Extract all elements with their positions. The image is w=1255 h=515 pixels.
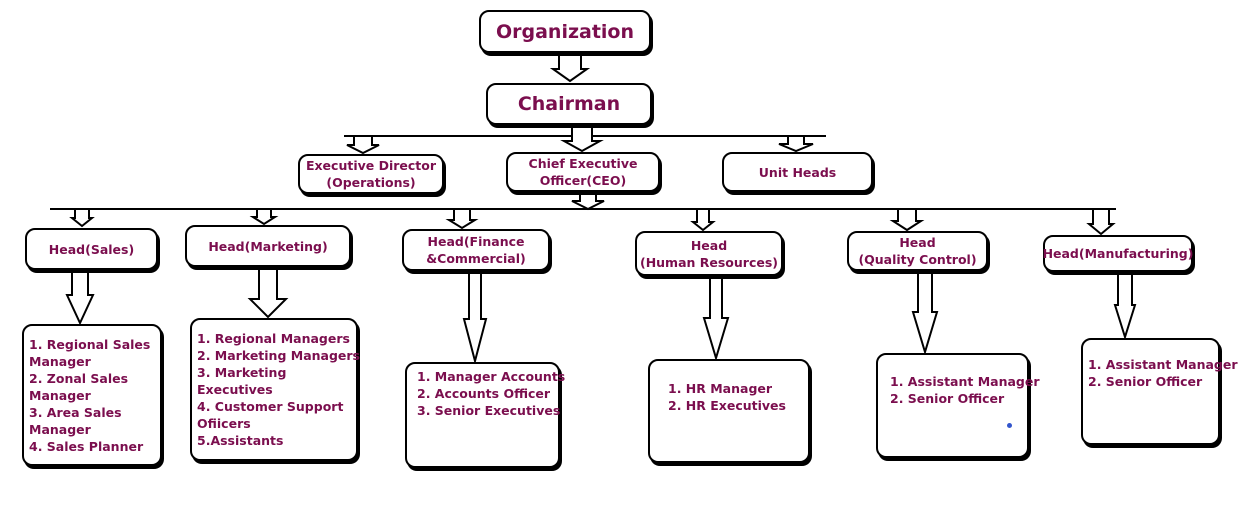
bus-to-head-quality-arrow (889, 208, 925, 232)
list-item: 4. Customer Support (197, 399, 344, 414)
quality-roles-list: 1. Assistant Manager 2. Senior Officer (876, 353, 1040, 458)
sales-roles-list: 1. Regional Sales Manager 2. Zonal Sales… (22, 324, 162, 466)
head-quality-to-list-arrow (911, 271, 939, 356)
marketing-roles-list: 1. Regional Managers 2. Marketing Manage… (190, 318, 360, 461)
bus-to-unit-heads-arrow (778, 135, 814, 153)
list-item: Ofiicers (197, 416, 251, 431)
chairman-box: Chairman (486, 83, 652, 125)
list-item: 2. Marketing Managers (197, 348, 360, 363)
head-finance-to-list-arrow (462, 271, 488, 365)
chairman-label: Chairman (517, 93, 621, 115)
list-item: Manager (29, 353, 91, 369)
list-item: 1. Assistant Manager (890, 374, 1040, 389)
head-quality-box: Head (Quality Control) (847, 231, 988, 271)
head-finance-box: Head(Finance &Commercial) (402, 229, 550, 271)
unit-heads-box: Unit Heads (722, 152, 873, 192)
unit-heads-label: Unit Heads (758, 164, 837, 180)
head-manufacturing-to-list-arrow (1113, 272, 1137, 341)
list-item: 4. Sales Planner (29, 438, 144, 454)
list-item: 2. HR Executives (668, 398, 786, 413)
head-manufacturing-box: Head(Manufacturing) (1043, 235, 1193, 272)
list-item: 2. Accounts Officer (417, 386, 551, 401)
head-hr-label-1: Head (690, 237, 728, 253)
list-item: 1. Regional Sales (29, 336, 151, 352)
organization-label: Organization (495, 20, 635, 43)
bus-to-head-marketing-arrow (249, 208, 279, 226)
bus-to-head-sales-arrow (69, 208, 95, 228)
head-marketing-label: Head(Marketing) (208, 238, 328, 254)
list-item: 3. Senior Executives (417, 403, 561, 418)
manufacturing-roles-list: 1. Assistant Manager 2. Senior Officer (1081, 338, 1238, 445)
bus-to-head-hr-arrow (690, 208, 716, 232)
list-item: 1. Regional Managers (197, 331, 350, 346)
list-item: 2. Zonal Sales (29, 370, 129, 386)
head-marketing-to-list-arrow (247, 267, 289, 319)
finance-roles-list: 1. Manager Accounts 2. Accounts Officer … (405, 362, 566, 468)
list-item: Manager (29, 387, 91, 403)
head-quality-label-2: (Quality Control) (858, 252, 977, 267)
head-hr-box: Head (Human Resources) (635, 231, 783, 276)
head-hr-label-2: (Human Resources) (639, 254, 779, 270)
head-hr-to-list-arrow (702, 276, 730, 362)
organization-box: Organization (479, 10, 651, 53)
bus-to-exec-director-arrow (346, 135, 380, 155)
executive-director-box: Executive Director (Operations) (298, 154, 444, 194)
head-sales-box: Head(Sales) (25, 228, 158, 270)
ceo-box: Chief Executive Officer(CEO) (506, 152, 660, 192)
head-marketing-box: Head(Marketing) (185, 225, 351, 267)
list-item: 3. Area Sales (29, 404, 122, 420)
list-item: 1. Manager Accounts (417, 369, 566, 384)
head-finance-label-1: Head(Finance (427, 234, 525, 249)
bus-to-head-manufacturing-arrow (1086, 208, 1116, 236)
ceo-label-1: Chief Executive (528, 156, 638, 171)
ceo-to-bus-arrow (571, 192, 605, 211)
hr-roles-list: 1. HR Manager 2. HR Executives (648, 359, 810, 463)
head-quality-label-1: Head (899, 235, 936, 250)
head-finance-label-2: &Commercial) (426, 251, 526, 266)
head-manufacturing-label: Head(Manufacturing) (1042, 246, 1194, 261)
list-item: 1. Assistant Manager (1088, 357, 1238, 372)
list-item: 2. Senior Officer (890, 391, 1005, 406)
head-sales-label: Head(Sales) (48, 241, 135, 257)
list-item: 2. Senior Officer (1088, 374, 1203, 389)
stray-dot (1007, 423, 1012, 428)
executive-director-label-1: Executive Director (305, 158, 437, 173)
executive-director-label-2: (Operations) (326, 175, 416, 190)
list-item: Manager (29, 421, 91, 437)
ceo-label-2: Officer(CEO) (539, 173, 627, 188)
head-sales-to-list-arrow (65, 270, 95, 326)
list-item: 3. Marketing (197, 365, 287, 380)
chairman-to-ceo-arrow (560, 125, 604, 153)
org-to-chairman-arrow (549, 52, 591, 83)
bus-to-head-finance-arrow (445, 208, 479, 230)
list-item: 5.Assistants (197, 433, 284, 448)
list-item: 1. HR Manager (668, 381, 773, 396)
list-item: Executives (197, 382, 273, 397)
